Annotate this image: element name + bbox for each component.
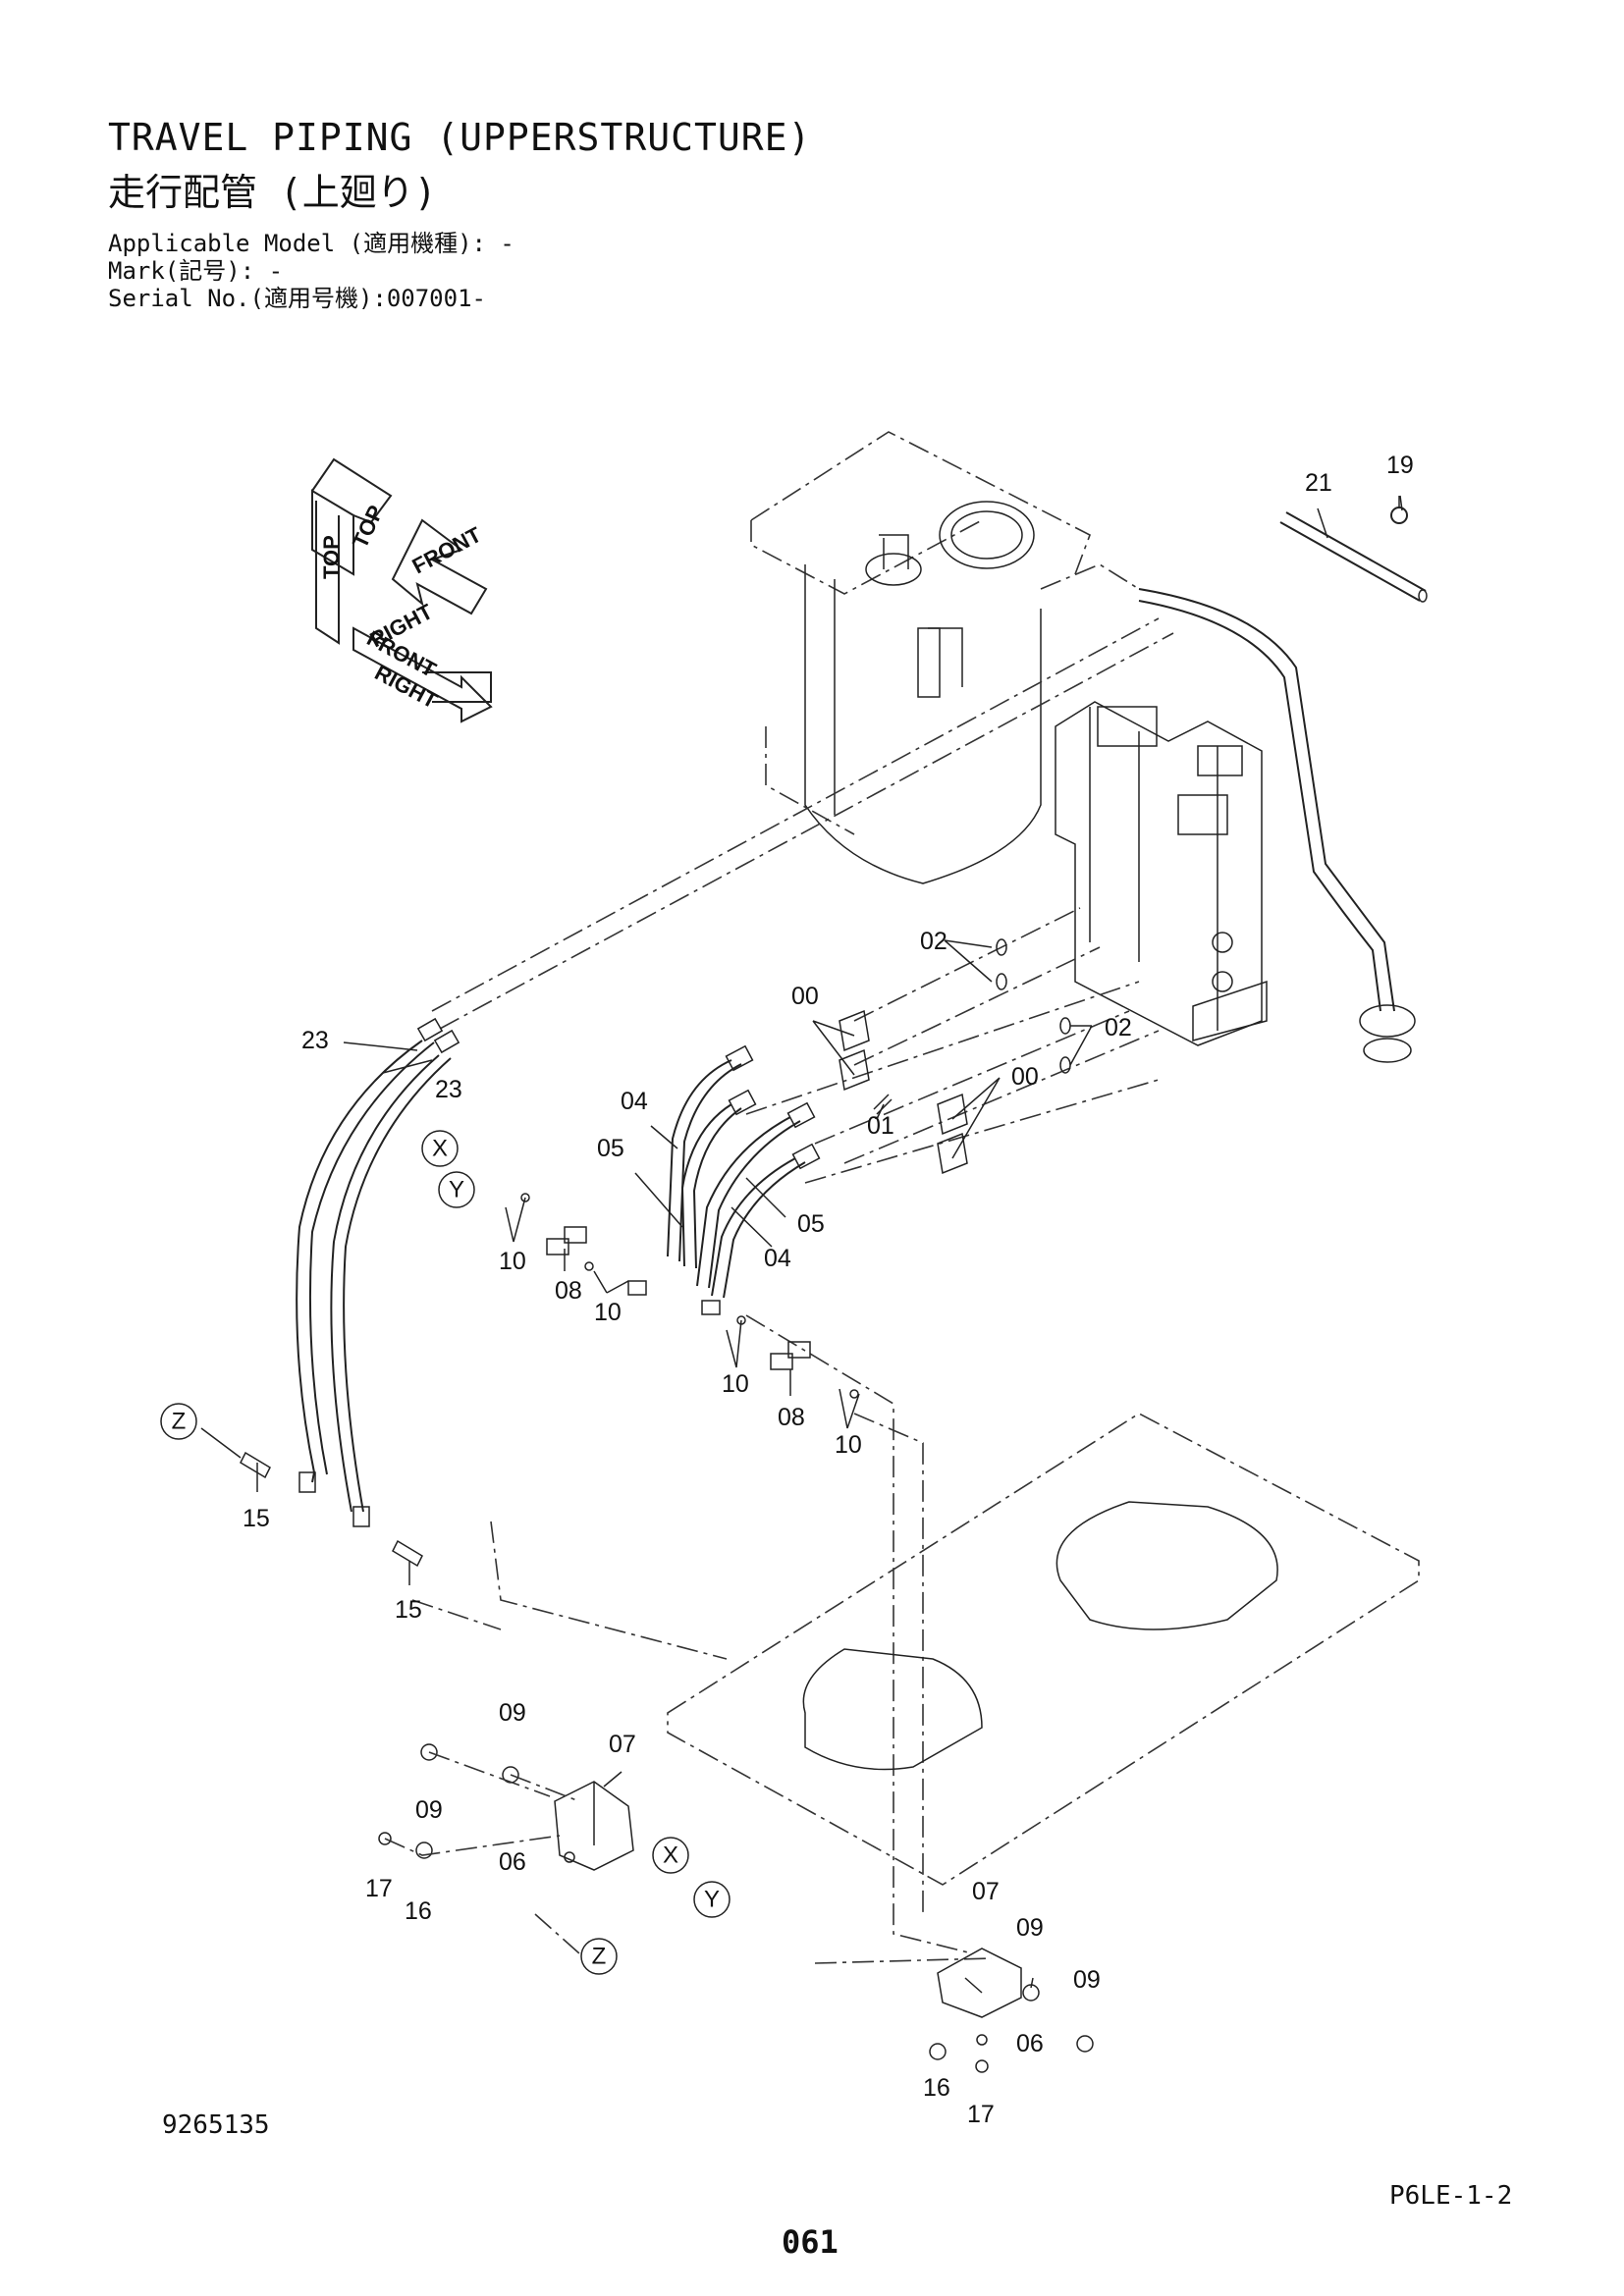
ref-z-lower: Z bbox=[580, 1938, 618, 1975]
ref-z-label-2: Z bbox=[592, 1944, 607, 1970]
callout-05-upper: 05 bbox=[597, 1135, 624, 1162]
callout-04-upper: 04 bbox=[621, 1088, 648, 1115]
callout-09-c: 09 bbox=[1016, 1914, 1044, 1942]
floor-plate bbox=[667, 1413, 1420, 1886]
callout-23-upper: 23 bbox=[301, 1027, 329, 1054]
fittings-15 bbox=[240, 1451, 423, 1568]
callout-09-d: 09 bbox=[1073, 1966, 1101, 1994]
piping-centerlines bbox=[411, 617, 1174, 1964]
leader-lines bbox=[200, 495, 1403, 1994]
ref-y-lower: Y bbox=[693, 1881, 731, 1918]
bracket-07-right bbox=[937, 1948, 1022, 2018]
callout-17-right: 17 bbox=[967, 2101, 995, 2128]
page-code: P6LE-1-2 bbox=[1389, 2181, 1513, 2211]
part-21-rod bbox=[1279, 511, 1428, 603]
part-callouts: 21 19 02 02 00 00 23 23 04 05 01 05 04 1… bbox=[243, 452, 1414, 2128]
callout-08-upper: 08 bbox=[555, 1277, 582, 1305]
callout-05-lower: 05 bbox=[797, 1210, 825, 1238]
applicable-model: Applicable Model (適用機種): - bbox=[108, 230, 514, 257]
top-label-2: TOP bbox=[348, 502, 389, 552]
callout-08-lower: 08 bbox=[778, 1404, 805, 1431]
page-title-japanese: 走行配管 (上廻り) bbox=[108, 171, 437, 214]
callout-00-lower: 00 bbox=[1011, 1063, 1039, 1091]
callout-07-left: 07 bbox=[609, 1731, 636, 1758]
callout-15-upper: 15 bbox=[243, 1505, 270, 1532]
top-label: TOP bbox=[319, 535, 344, 579]
callout-06-right: 06 bbox=[1016, 2030, 1044, 2057]
callout-10-c: 10 bbox=[722, 1370, 749, 1398]
callout-23-lower: 23 bbox=[435, 1076, 462, 1103]
hoses-04-05 bbox=[667, 1044, 821, 1299]
part-19-clip bbox=[1390, 496, 1408, 524]
part-01-bolt bbox=[873, 1094, 893, 1115]
callout-00-upper: 00 bbox=[791, 983, 819, 1010]
serial-number: Serial No.(適用号機):007001- bbox=[108, 285, 486, 312]
callout-19: 19 bbox=[1386, 452, 1414, 479]
control-valve bbox=[1055, 701, 1268, 1046]
page-title: TRAVEL PIPING (UPPERSTRUCTURE) bbox=[108, 116, 812, 159]
document-number: 9265135 bbox=[162, 2110, 270, 2140]
ref-x-label-2: X bbox=[663, 1842, 678, 1869]
callout-17-left: 17 bbox=[365, 1875, 393, 1902]
callout-16-left: 16 bbox=[405, 1897, 432, 1925]
drain-pipe bbox=[1138, 588, 1416, 1063]
callout-10-b: 10 bbox=[594, 1299, 622, 1326]
orientation-indicator: TOP TOP FRONT RIGHT RIGHT FRONT bbox=[311, 457, 493, 723]
callout-09-b: 09 bbox=[415, 1796, 443, 1824]
callout-15-lower: 15 bbox=[395, 1596, 422, 1624]
ref-y-label: Y bbox=[449, 1177, 464, 1203]
callout-10-a: 10 bbox=[499, 1248, 526, 1275]
callout-06-left: 06 bbox=[499, 1848, 526, 1876]
callout-01: 01 bbox=[867, 1112, 894, 1140]
ref-y-label-2: Y bbox=[704, 1887, 720, 1913]
ref-x-label: X bbox=[432, 1136, 448, 1162]
callout-10-d: 10 bbox=[835, 1431, 862, 1459]
callout-09-a: 09 bbox=[499, 1699, 526, 1727]
mark-field: Mark(記号): - bbox=[108, 257, 284, 285]
callout-04-lower: 04 bbox=[764, 1245, 791, 1272]
callout-02-lower: 02 bbox=[1105, 1014, 1132, 1041]
hardware-06-09-16-17 bbox=[378, 1743, 1094, 2073]
callout-21: 21 bbox=[1305, 469, 1332, 497]
o-rings-02 bbox=[996, 938, 1071, 1074]
callout-16-right: 16 bbox=[923, 2074, 950, 2102]
page-number: 061 bbox=[782, 2223, 839, 2261]
front-label: FRONT bbox=[408, 522, 486, 579]
callout-02-upper: 02 bbox=[920, 928, 947, 955]
hoses-23 bbox=[296, 1017, 460, 1513]
bracket-07-left bbox=[554, 1781, 634, 1871]
ref-y-upper: Y bbox=[438, 1171, 475, 1208]
fittings-08-10 bbox=[520, 1193, 859, 1399]
ref-z-left: Z bbox=[160, 1403, 197, 1440]
hydraulic-tank bbox=[750, 431, 1140, 884]
flanges-00 bbox=[839, 1009, 968, 1175]
callout-07-right: 07 bbox=[972, 1878, 1000, 1905]
ref-x-lower: X bbox=[652, 1837, 689, 1874]
ref-z-label: Z bbox=[172, 1409, 187, 1435]
ref-x-upper: X bbox=[421, 1130, 459, 1167]
